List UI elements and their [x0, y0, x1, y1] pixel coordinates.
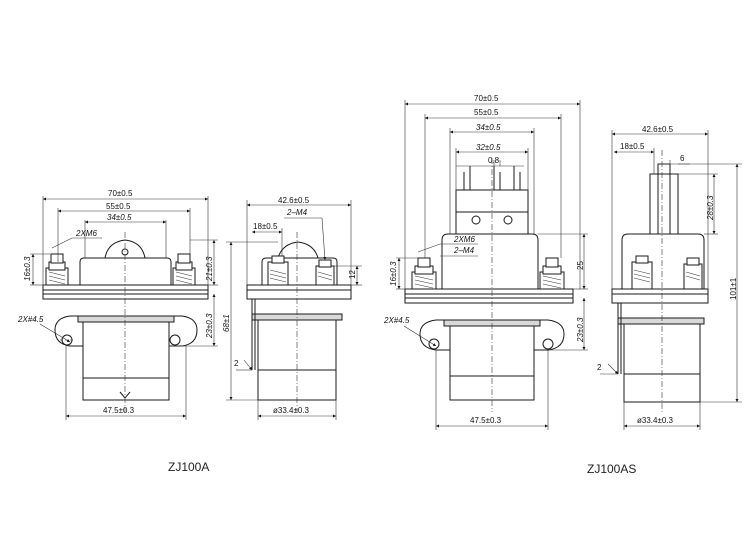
terminal-right — [172, 253, 196, 286]
dim-as-side-overall-width: 42.6±0.5 — [642, 125, 674, 134]
dim-as-inner-spacing: 34±0.5 — [476, 123, 501, 132]
zj100a-side-view — [246, 232, 352, 412]
dim-terminal-offset: 18±0.5 — [253, 222, 278, 231]
zj100as-side-view — [611, 150, 709, 412]
dim-upper-height: 21±0.3 — [205, 256, 214, 282]
dim-base-height: 23±0.3 — [205, 313, 214, 339]
zj100as-front-view — [404, 158, 574, 412]
dim-flange: 2 — [234, 359, 239, 368]
dim-holes: 2X#4.5 — [17, 315, 44, 324]
dim-side-overall-width: 42.6±0.5 — [278, 196, 310, 205]
dim-aux-height: 12 — [348, 270, 357, 279]
dim-as-aux-thread: 2–M4 — [453, 246, 475, 255]
dim-as-switch-height: 28±0.3 — [706, 195, 715, 221]
zj100a-front-view — [42, 232, 209, 412]
dim-total-height: 68±1 — [222, 314, 231, 332]
zj100a-side-dimensions: 42.6±0.5 18±0.5 2–M4 12 68±1 2 ø33.4±0.3 — [222, 196, 362, 420]
dim-as-switch-width: 32±0.5 — [476, 143, 501, 152]
dim-as-switch-pin: 0.8 — [488, 156, 500, 165]
dim-aux-thread: 2–M4 — [286, 208, 308, 217]
dim-as-terminal-height: 16±0.3 — [389, 261, 398, 286]
dim-as-flange: 2 — [597, 363, 602, 372]
caption-zj100as: ZJ100AS — [587, 462, 637, 476]
zj100a-front-dimensions: 70±0.5 55±0.5 34±0.5 2XM6 16±0.3 21±0.3 … — [17, 189, 218, 420]
dim-as-base-height: 23±0.3 — [576, 317, 585, 343]
dim-as-terminal-thread: 2XM6 — [453, 235, 475, 244]
dim-as-terminal-offset: 18±0.5 — [620, 142, 645, 151]
dim-as-holes: 2X#4.5 — [383, 316, 410, 325]
dim-as-overall-width: 70±0.5 — [474, 94, 499, 103]
dim-body-width: 47.5±0.3 — [103, 406, 135, 415]
zj100as-side-dimensions: 42.6±0.5 18±0.5 6 28±0.3 101±1 2 ø33.4±0… — [597, 125, 742, 430]
dim-as-body-width: 47.5±0.3 — [470, 416, 502, 425]
dim-inner-spacing: 34±0.5 — [107, 213, 132, 222]
dim-as-total-height: 101±1 — [729, 277, 738, 300]
dim-overall-width: 70±0.5 — [108, 189, 133, 198]
zj100as-front-dimensions: 70±0.5 55±0.5 34±0.5 32±0.5 0.8 2XM6 2–M… — [383, 94, 588, 430]
dim-as-switch-pin: 6 — [680, 154, 685, 163]
dim-mount-spacing: 55±0.5 — [106, 202, 131, 211]
terminal-left — [45, 253, 69, 286]
dim-as-body-diameter: ø33.4±0.3 — [637, 416, 674, 425]
caption-zj100a: ZJ100A — [168, 460, 210, 474]
dim-terminal-height: 16±0.3 — [23, 256, 32, 281]
dim-terminal-thread: 2XM6 — [75, 229, 97, 238]
dim-as-mount-spacing: 55±0.5 — [474, 108, 499, 117]
dim-as-upper-height: 25 — [576, 261, 585, 270]
dim-body-diameter: ø33.4±0.3 — [273, 406, 310, 415]
